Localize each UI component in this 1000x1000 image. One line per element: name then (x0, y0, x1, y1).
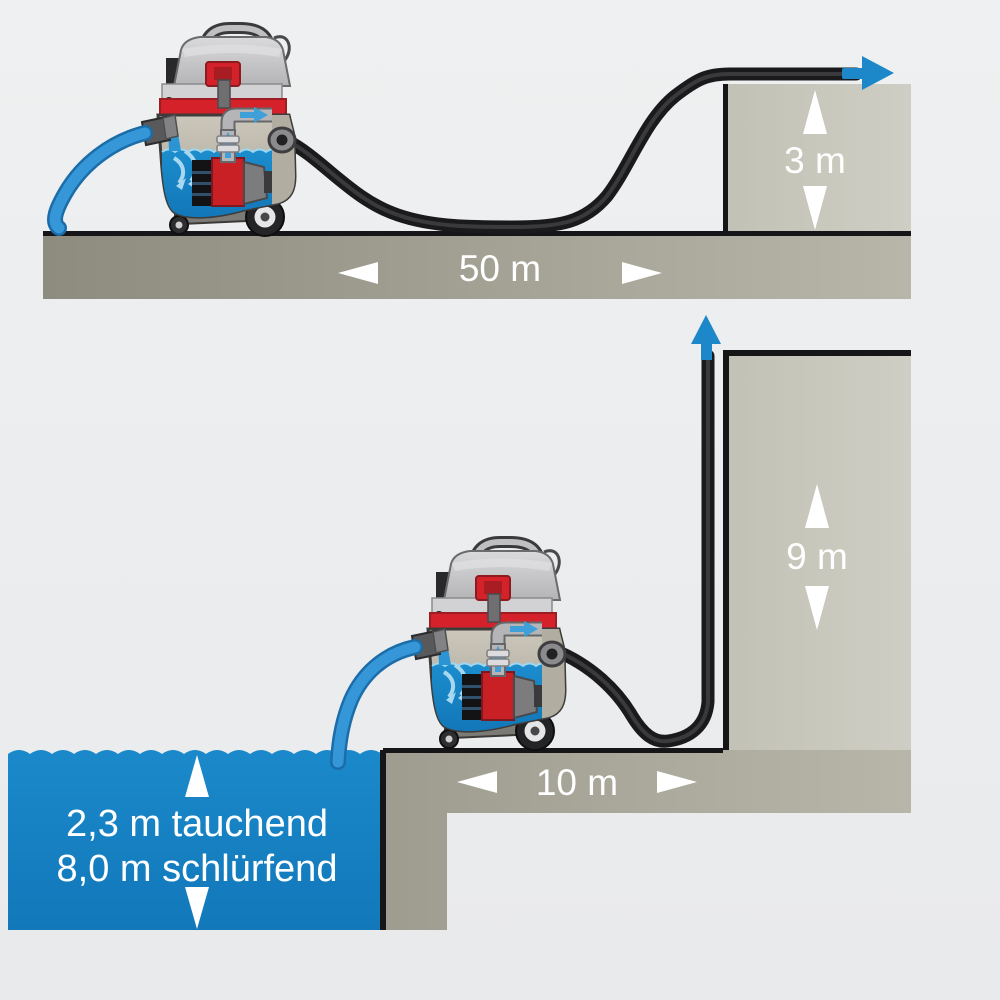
ground-edge-line (43, 231, 911, 236)
arrow-up-icon (803, 90, 827, 134)
wet-vacuum-bottom (412, 542, 565, 750)
bottom-height-label: 9 m (786, 536, 848, 577)
discharge-hose-bottom-core (552, 354, 710, 744)
wall-block-9m (726, 356, 911, 750)
discharge-hose-bottom (547, 349, 715, 748)
bottom-distance-label: 10 m (536, 762, 618, 803)
pool-depth-label: 2,3 m tauchend (66, 803, 328, 845)
arrow-right-icon (657, 771, 697, 793)
suction-hose-bottom (332, 641, 421, 768)
ledge-strip-10m (383, 748, 911, 813)
arrow-left-icon (457, 771, 497, 793)
arrow-up-icon (805, 484, 829, 528)
suction-hose-top (49, 127, 151, 234)
scene-top: 50 m 3 m (43, 28, 911, 299)
scene-bottom: 10 m 9 m 2,3 m tauchend 8,0 m schlürfend (8, 315, 911, 930)
ledge-edge-line (383, 748, 723, 753)
ledge-block-left-edge (723, 84, 728, 233)
arrow-up-icon (185, 755, 209, 797)
wet-vacuum-top (142, 28, 295, 236)
pool-edge-line (380, 750, 386, 930)
wall-top-edge (723, 350, 911, 356)
arrow-down-icon (805, 586, 829, 630)
top-height-label: 3 m (784, 140, 846, 181)
outflow-arrow-shaft (842, 68, 866, 79)
outflow-arrow-up-icon (691, 315, 721, 344)
ground-strip-50m (43, 236, 911, 299)
arrow-left-icon (338, 262, 378, 284)
outflow-arrow-shaft (701, 344, 712, 360)
arrow-down-icon (185, 887, 209, 929)
wall-left-edge (723, 350, 729, 750)
arrow-right-icon (622, 262, 662, 284)
water-pool (8, 750, 382, 930)
top-distance-label: 50 m (459, 248, 541, 289)
pool-suction-label: 8,0 m schlürfend (57, 848, 338, 890)
outflow-arrow-right-icon (862, 56, 894, 90)
arrow-down-icon (803, 186, 827, 230)
discharge-hose-top-core (284, 72, 858, 230)
